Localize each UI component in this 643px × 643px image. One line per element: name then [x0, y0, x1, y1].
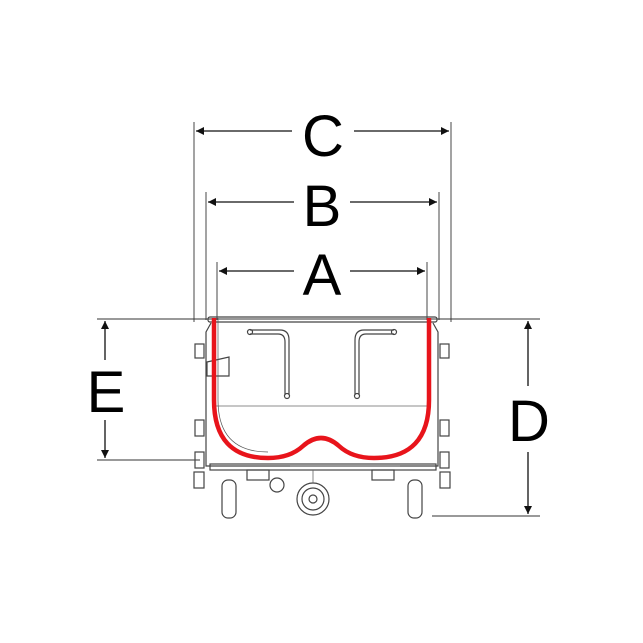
highlighted-bin-profile: [211, 318, 432, 461]
dimension-c: C: [196, 104, 449, 169]
dimension-label-c: C: [302, 104, 344, 169]
dimension-label-a: A: [303, 243, 342, 308]
inner-profile-line: [217, 318, 269, 453]
chassis: [209, 463, 437, 481]
dimension-a: A: [219, 243, 425, 308]
dimension-label-e: E: [87, 360, 126, 425]
cart-body: [193, 316, 451, 489]
dimension-label-b: B: [303, 174, 342, 239]
wheels: [221, 470, 423, 519]
dimension-d: D: [508, 321, 550, 514]
extension-lines: [97, 122, 540, 517]
dimension-b: B: [208, 174, 437, 239]
dimension-e: E: [87, 321, 126, 458]
handles: [246, 328, 398, 400]
dimension-label-d: D: [508, 389, 550, 454]
